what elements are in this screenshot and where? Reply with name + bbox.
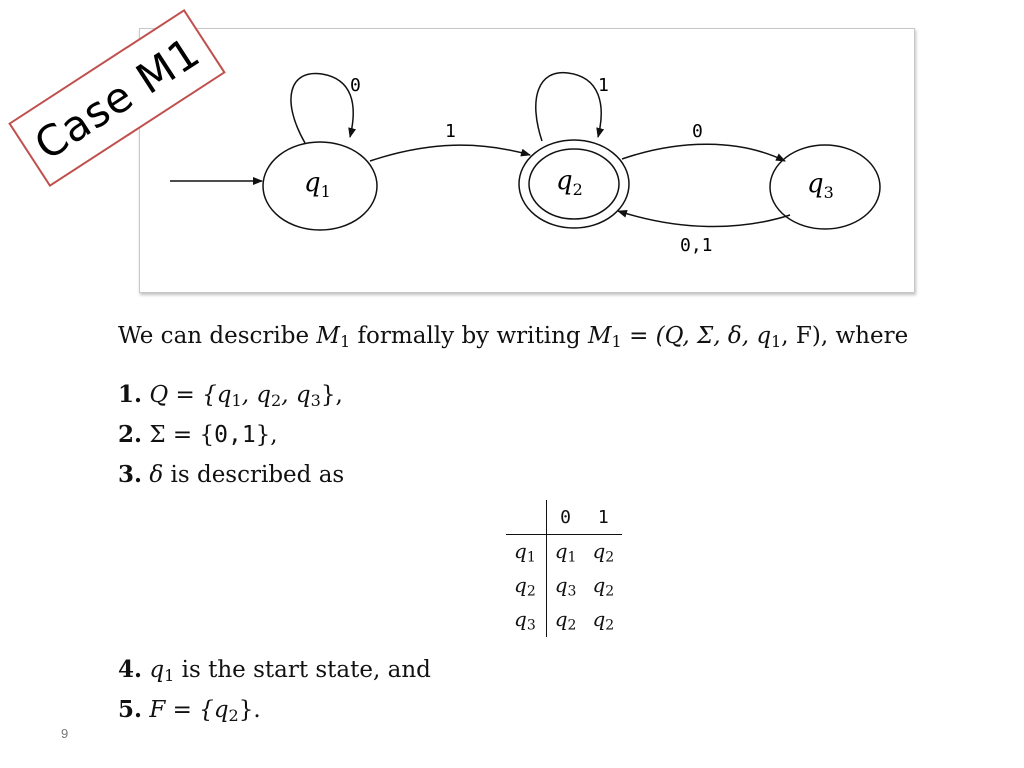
state-diagram-frame: q1 0 1 q2 1 0 q3 0,1 <box>139 28 915 293</box>
state-q3-circle <box>769 144 881 230</box>
edge-q1-q2 <box>369 144 531 162</box>
state-q1-circle <box>262 141 378 231</box>
formal-description-intro: We can describe M1 formally by writing M… <box>118 323 909 352</box>
table-cell: q2 <box>592 606 615 634</box>
state-q2-outer-circle <box>518 139 630 229</box>
definition-item-1: 1. Q = {q1, q2, q3}, <box>118 381 343 411</box>
edge-q3-q2-label: 0,1 <box>680 235 713 256</box>
table-cell: q3 <box>554 572 577 600</box>
state-q1-label: q1 <box>304 168 331 201</box>
table-row: q2 q3 q2 <box>506 569 622 603</box>
definition-item-5: 5. F = {q2}. <box>118 696 261 726</box>
definition-item-2: 2. Σ = {0,1}, <box>118 421 278 448</box>
edge-q3-q2 <box>617 209 791 228</box>
state-diagram: q1 0 1 q2 1 0 q3 0,1 <box>170 71 881 256</box>
table-row: q1 q1 q2 <box>506 534 622 569</box>
row-state: q2 <box>506 569 547 603</box>
state-q2-inner-circle <box>528 148 620 220</box>
edge-q1-q2-label: 1 <box>445 121 456 142</box>
state-q2-label: q2 <box>556 166 583 199</box>
row-state: q1 <box>506 534 547 569</box>
table-cell: q2 <box>592 538 615 566</box>
edge-q2-q3 <box>621 143 786 162</box>
column-header: 0 <box>560 506 572 528</box>
table-row: q3 q2 q2 <box>506 603 622 637</box>
loop-q1-label: 0 <box>350 75 361 96</box>
transition-table: 0 1 q1 q1 q2 q2 q3 q2 q3 q2 q2 <box>506 500 623 637</box>
table-cell: q1 <box>554 538 577 566</box>
row-state: q3 <box>506 603 547 637</box>
table-corner <box>506 500 547 535</box>
table-cell: q2 <box>592 572 615 600</box>
state-q3-label: q3 <box>807 169 834 202</box>
loop-q2 <box>535 71 605 142</box>
column-header: 1 <box>597 506 609 528</box>
edge-q2-q3-label: 0 <box>692 121 703 142</box>
table-cell: q2 <box>554 606 577 634</box>
definition-item-4: 4. q1 is the start state, and <box>118 656 431 686</box>
loop-q1 <box>290 72 357 144</box>
loop-q2-label: 1 <box>598 75 609 96</box>
page-number: 9 <box>61 726 69 741</box>
definition-item-3: 3. δ is described as <box>118 461 345 488</box>
